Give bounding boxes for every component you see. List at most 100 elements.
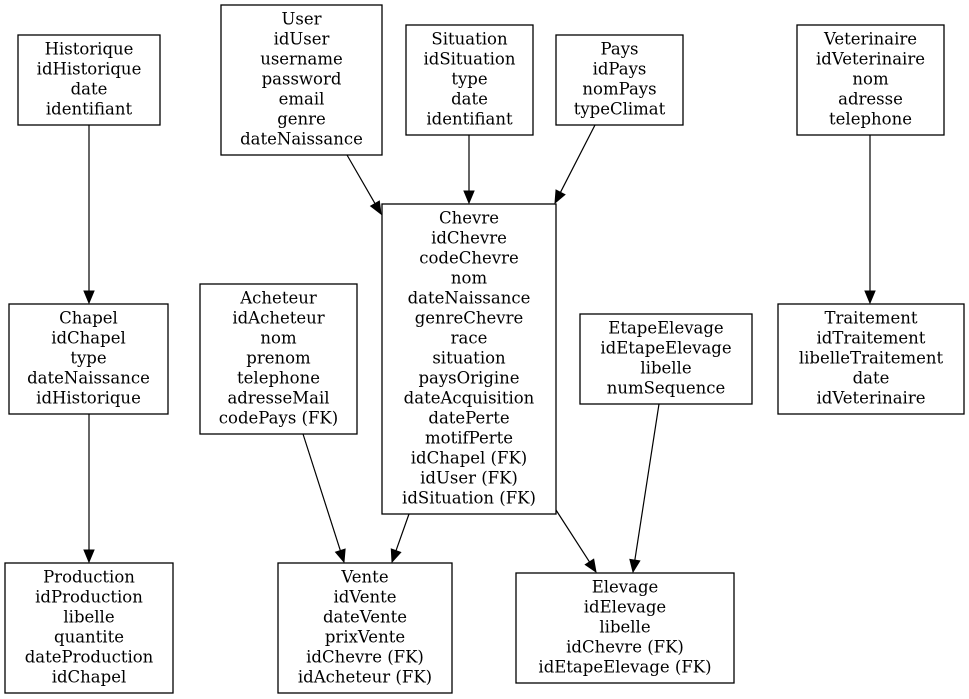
entity-attribute: idVeterinaire xyxy=(816,49,925,68)
entity-attribute: prixVente xyxy=(325,627,405,646)
entity-attribute: idChapel (FK) xyxy=(411,448,527,467)
entity-attribute: idProduction xyxy=(35,587,143,606)
entity-box xyxy=(555,34,684,126)
arrowhead xyxy=(629,558,641,574)
entity-attribute: idEtapeElevage (FK) xyxy=(538,657,711,676)
entity-attribute: idUser (FK) xyxy=(420,468,518,487)
entity-name: Elevage xyxy=(592,577,659,596)
entity-attribute: dateNaissance xyxy=(27,368,150,387)
entity-attribute: situation xyxy=(432,348,506,367)
entity-name: Acheteur xyxy=(239,288,317,307)
entity-attribute: adresseMail xyxy=(227,388,329,407)
entity-attribute: idSituation xyxy=(424,49,516,68)
entity-attribute: dateProduction xyxy=(25,647,154,666)
entity-attribute: idChevre (FK) xyxy=(566,637,684,656)
relation-chevre-vente xyxy=(390,513,410,564)
entity-attribute: nom xyxy=(260,328,297,347)
entity-box xyxy=(277,562,453,694)
entity-box xyxy=(405,24,534,136)
arrowhead xyxy=(390,548,402,564)
entity-box xyxy=(579,313,753,405)
entity-attribute: dateAcquisition xyxy=(404,388,535,407)
entity-traitement: TraitementidTraitementlibelleTraitementd… xyxy=(777,303,965,415)
entity-name: User xyxy=(281,9,321,28)
entity-name: Chevre xyxy=(439,208,499,227)
entity-attribute: race xyxy=(451,328,488,347)
relation-veterinaire-traitement xyxy=(864,135,876,305)
entity-user: UseridUserusernamepasswordemailgenredate… xyxy=(220,4,383,156)
entity-attribute: idUser xyxy=(274,29,330,48)
entity-attribute: idHistorique xyxy=(37,59,142,78)
entity-attribute: libelleTraitement xyxy=(799,348,944,367)
relation-chevre-elevage xyxy=(555,509,597,574)
entity-attribute: paysOrigine xyxy=(418,368,519,387)
entity-box xyxy=(515,572,735,684)
entity-name: EtapeElevage xyxy=(608,318,723,337)
entity-attribute: telephone xyxy=(829,109,912,128)
entity-attribute: type xyxy=(70,348,106,367)
entity-box xyxy=(220,4,383,156)
relations-layer xyxy=(83,124,876,574)
entity-attribute: libelle xyxy=(640,358,691,377)
entity-attribute: nomPays xyxy=(582,79,656,98)
entity-box xyxy=(381,203,557,515)
entity-name: Historique xyxy=(45,39,134,58)
entity-attribute: idChapel xyxy=(51,328,126,347)
entity-name: Traitement xyxy=(824,308,917,327)
entity-name: Situation xyxy=(431,29,508,48)
entity-attribute: idElevage xyxy=(584,597,666,616)
entity-name: Vente xyxy=(340,567,388,586)
entity-attribute: codeChevre xyxy=(419,248,519,267)
entity-box xyxy=(796,24,945,136)
entity-attribute: email xyxy=(279,89,325,108)
entity-attribute: libelle xyxy=(63,607,114,626)
arrowhead xyxy=(584,558,597,574)
entity-attribute: nom xyxy=(451,268,488,287)
entity-name: Chapel xyxy=(59,308,118,327)
entity-box xyxy=(8,303,169,415)
relation-historique-chapel xyxy=(83,125,95,305)
arrowhead xyxy=(83,290,95,305)
entity-attribute: codePays (FK) xyxy=(219,408,338,427)
arrowhead xyxy=(334,548,346,564)
relation-line xyxy=(634,403,660,561)
entity-attribute: datePerte xyxy=(428,408,509,427)
entity-attribute: date xyxy=(71,79,108,98)
entities-layer: HistoriqueidHistoriquedateidentifiantUse… xyxy=(4,4,965,694)
entity-attribute: idChevre (FK) xyxy=(306,647,424,666)
entity-attribute: libelle xyxy=(599,617,650,636)
relation-acheteur-vente xyxy=(302,433,346,564)
entity-chevre: ChevreidChevrecodeChevrenomdateNaissance… xyxy=(381,203,557,515)
entity-etapeelevage: EtapeElevageidEtapeElevagelibellenumSequ… xyxy=(579,313,753,405)
entity-attribute: genre xyxy=(277,109,326,128)
entity-attribute: idChevre xyxy=(431,228,507,247)
relation-line xyxy=(395,513,410,551)
entity-name: Production xyxy=(43,567,135,586)
relation-situation-chevre xyxy=(463,135,475,205)
relation-chapel-production xyxy=(83,414,95,564)
entity-attribute: quantite xyxy=(54,627,124,646)
entity-attribute: idHistorique xyxy=(36,388,141,407)
entity-attribute: idAcheteur xyxy=(232,308,324,327)
entity-chapel: ChapelidChapeltypedateNaissanceidHistori… xyxy=(8,303,169,415)
entity-attribute: username xyxy=(260,49,343,68)
entity-attribute: idAcheteur (FK) xyxy=(298,667,432,686)
entity-attribute: password xyxy=(262,69,342,88)
entity-attribute: idPays xyxy=(593,59,647,78)
entity-attribute: adresse xyxy=(838,89,903,108)
entity-veterinaire: VeterinaireidVeterinairenomadresseteleph… xyxy=(796,24,945,136)
entity-attribute: dateVente xyxy=(323,607,407,626)
entity-box xyxy=(4,562,174,694)
relation-pays-chevre xyxy=(554,124,596,205)
entity-attribute: idEtapeElevage xyxy=(600,338,731,357)
relation-etapeelevage-elevage xyxy=(629,403,660,574)
entity-box xyxy=(777,303,965,415)
arrowhead xyxy=(369,200,382,216)
entity-box xyxy=(199,283,358,435)
entity-attribute: nom xyxy=(852,69,889,88)
entity-attribute: typeClimat xyxy=(574,99,666,118)
